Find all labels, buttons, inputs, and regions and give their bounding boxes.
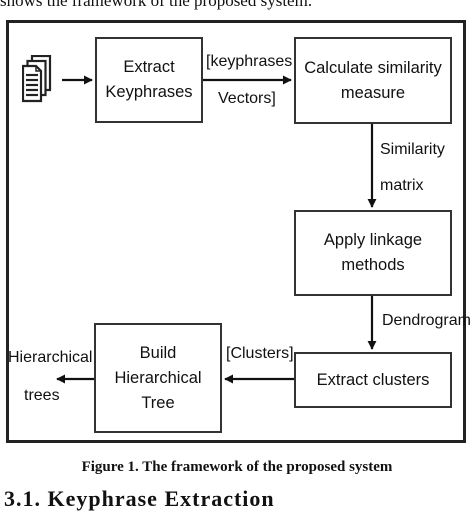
calculate-similarity-line-2: measure: [340, 83, 406, 102]
apply-linkage-box: Apply linkage methods: [294, 210, 452, 296]
build-tree-line-1: Build: [139, 343, 177, 362]
extract-clusters-box: Extract clusters: [294, 352, 452, 408]
build-tree-line-3: Tree: [141, 393, 175, 412]
similarity-matrix-label-top: Similarity: [380, 141, 445, 158]
documents-icon: [22, 55, 52, 103]
keyphrases-label-top: [keyphrases: [206, 53, 293, 70]
hierarchical-trees-label-top: Hierarchical: [8, 349, 93, 366]
top-paragraph-text: shows the framework of the proposed syst…: [0, 0, 313, 10]
hierarchical-trees-label-bottom: trees: [24, 387, 60, 404]
build-tree-box: Build Hierarchical Tree: [94, 323, 222, 433]
apply-linkage-line-1: Apply linkage: [323, 231, 423, 249]
section-heading-partial: 3.1. Keyphrase Extraction: [4, 486, 275, 511]
calculate-similarity-line-1: Calculate similarity: [304, 58, 442, 77]
apply-linkage-line-2: methods: [341, 256, 405, 274]
extract-keyphrases-line-1: Extract: [123, 58, 175, 76]
extract-clusters-line-1: Extract clusters: [316, 370, 430, 389]
diagram-frame: [6, 20, 466, 443]
flow-arrows: [56, 75, 377, 384]
build-tree-line-2: Hierarchical: [114, 368, 202, 387]
extract-keyphrases-box: Extract Keyphrases: [95, 37, 203, 123]
keyphrases-label-bottom: Vectors]: [218, 90, 276, 107]
calculate-similarity-box: Calculate similarity measure: [294, 37, 452, 124]
similarity-matrix-label-bottom: matrix: [380, 177, 424, 194]
extract-keyphrases-line-2: Keyphrases: [105, 83, 193, 101]
dendrogram-label: Dendrogram: [382, 312, 471, 329]
clusters-label: [Clusters]: [226, 345, 294, 362]
figure-caption: Figure 1. The framework of the proposed …: [81, 459, 393, 475]
